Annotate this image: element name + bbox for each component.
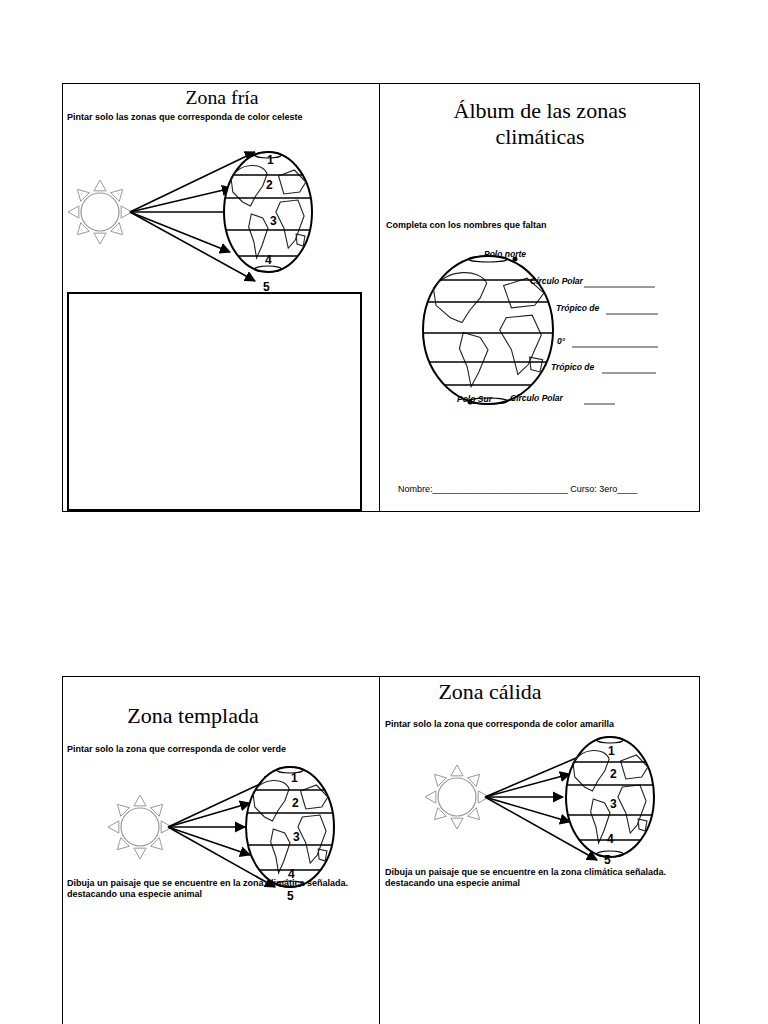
callout-number: 5 — [287, 889, 294, 903]
callout-number: 4 — [288, 867, 295, 881]
globe-line-label: Trópico de — [551, 362, 594, 372]
instruction-text: Pintar solo la zona que corresponda de c… — [385, 719, 695, 730]
sun-icon — [68, 180, 132, 244]
instruction-text: Completa con los nombres que faltan — [386, 220, 686, 231]
album-title: Álbum de las zonas climáticas — [420, 98, 660, 151]
sun-icon — [108, 795, 172, 859]
drawing-box — [68, 293, 361, 510]
globe-line-label: Círculo Polar — [510, 393, 563, 403]
sun-icon — [425, 765, 489, 829]
callout-number: 3 — [293, 830, 300, 844]
callout-number: 2 — [266, 178, 273, 192]
earth-globe — [246, 767, 334, 887]
instruction-text: Dibuja un paisaje que se encuentre en la… — [385, 867, 685, 889]
callout-number: 4 — [265, 253, 272, 267]
callout-number: 3 — [610, 797, 617, 811]
instruction-text: Dibuja un paisaje que se encuentre en la… — [67, 878, 367, 900]
callout-number: 3 — [270, 214, 277, 228]
callout-number: 2 — [292, 796, 299, 810]
card-panel: Zona cálidaPintar solo la zona que corre… — [379, 676, 700, 1024]
globe-line-label: 0° — [557, 336, 565, 346]
callout-number: 5 — [604, 853, 611, 867]
instruction-text: Pintar solo la zona que corresponda de c… — [67, 744, 377, 755]
earth-globe — [224, 152, 312, 272]
callout-number: 1 — [608, 744, 615, 758]
card-title: Zona templada — [103, 703, 283, 729]
name-field: Nombre:___________________________ Curso… — [398, 484, 698, 495]
callout-number: 2 — [610, 767, 617, 781]
globe-line-label: Círculo Polar — [530, 276, 583, 286]
card-title: Zona fría — [63, 86, 381, 110]
card-panel: Zona templadaPintar solo la zona que cor… — [62, 676, 380, 1024]
card-title: Zona cálida — [400, 679, 580, 705]
callout-number: 1 — [267, 153, 274, 167]
card-panel: Zona fríaPintar solo las zonas que corre… — [62, 83, 380, 512]
globe-line-label: Polo norte — [484, 249, 526, 259]
instruction-text: Pintar solo las zonas que corresponda de… — [67, 112, 377, 123]
earth-globe — [566, 737, 654, 857]
callout-number: 1 — [291, 771, 298, 785]
globe-line-label: Polo Sur — [457, 394, 492, 404]
globe-line-label: Trópico de — [556, 303, 599, 313]
callout-number: 5 — [263, 280, 270, 294]
cover-panel: Álbum de las zonas climáticasCompleta co… — [379, 83, 700, 512]
callout-number: 4 — [607, 832, 614, 846]
